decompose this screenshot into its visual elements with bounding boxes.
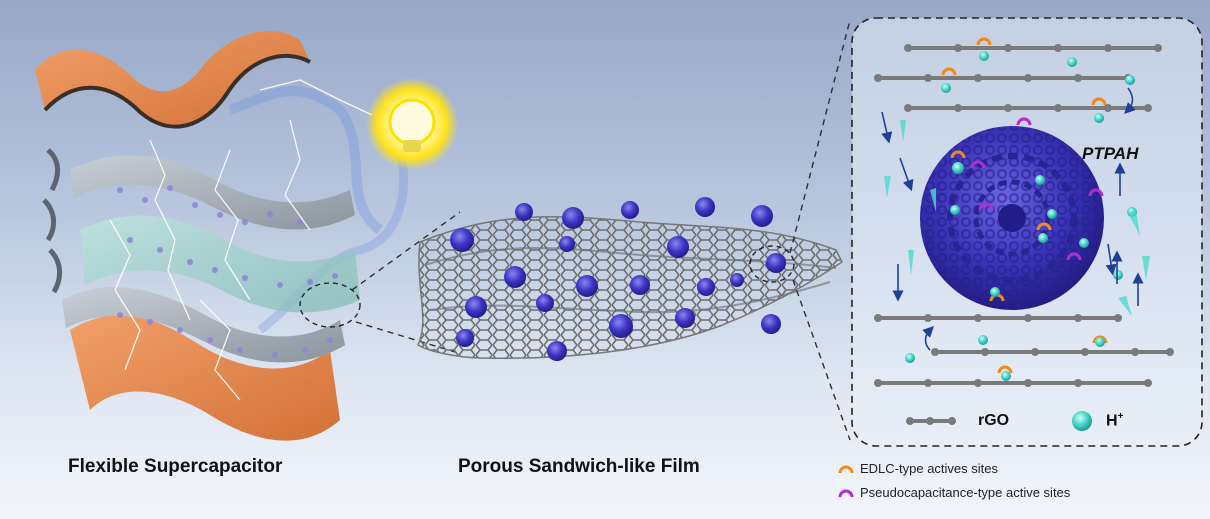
proton-legend-base: H [1106, 412, 1118, 430]
supercapacitor-device [35, 31, 409, 441]
graphene-film [417, 197, 843, 361]
zoom-lines-right [789, 19, 851, 441]
legend-pseudo-label: Pseudocapacitance-type active sites [860, 485, 1071, 500]
proton-trails [884, 120, 1150, 316]
rgo-legend-label: rGO [978, 412, 1010, 429]
ptpah-sphere [920, 126, 1104, 310]
protons [905, 51, 1137, 381]
legend-pseudocapacitance: Pseudocapacitance-type active sites [838, 485, 1070, 500]
mechanism-inset [851, 17, 1203, 447]
ptpah-particles [450, 197, 786, 361]
rgo-legend-icon [906, 417, 956, 425]
proton-legend-charge: + [1117, 411, 1124, 422]
legend-edlc-label: EDLC-type actives sites [860, 461, 998, 476]
zoom-lines-left [351, 211, 461, 353]
caption-flexible-supercapacitor: Flexible Supercapacitor [68, 456, 283, 477]
caption-porous-film: Porous Sandwich-like Film [458, 456, 700, 477]
legend-edlc: EDLC-type actives sites [838, 461, 998, 476]
pseudo-sites [970, 117, 1104, 261]
edlc-arc-icon [838, 465, 854, 473]
ptpah-label: PTPAH [1082, 144, 1139, 163]
proton-legend-label: H+ [1106, 411, 1123, 430]
pseudo-arc-icon [838, 489, 854, 497]
rgo-nodes [874, 44, 1174, 387]
proton-legend-icon [1072, 411, 1092, 431]
ion-flow-arrows [881, 87, 1144, 351]
lightbulb-icon [366, 78, 458, 170]
